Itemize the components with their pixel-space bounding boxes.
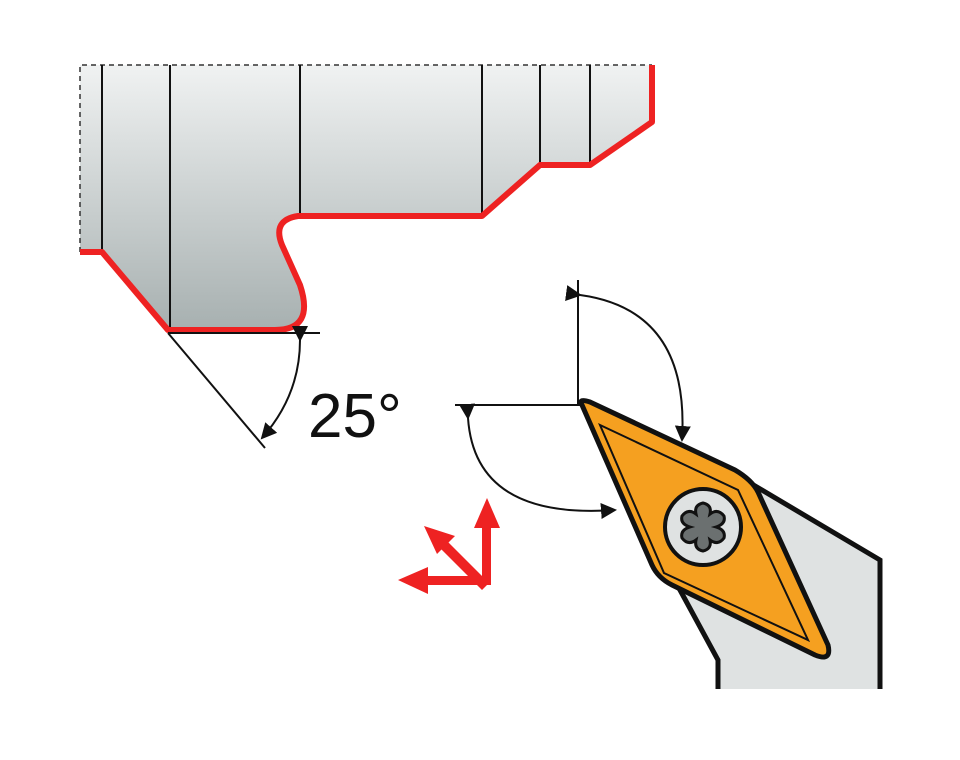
workpiece <box>79 64 655 333</box>
insert-angle-dimensions <box>455 280 691 519</box>
workpiece-body <box>80 65 652 330</box>
torx-screw-icon <box>680 501 726 553</box>
feed-direction-arrows-icon <box>398 498 500 594</box>
angle-25-dimension <box>167 325 320 449</box>
workpiece-dashed-boundary <box>79 64 652 252</box>
cutting-insert <box>578 398 832 660</box>
step-lines <box>101 65 591 330</box>
angle-label: 25° <box>308 382 402 451</box>
